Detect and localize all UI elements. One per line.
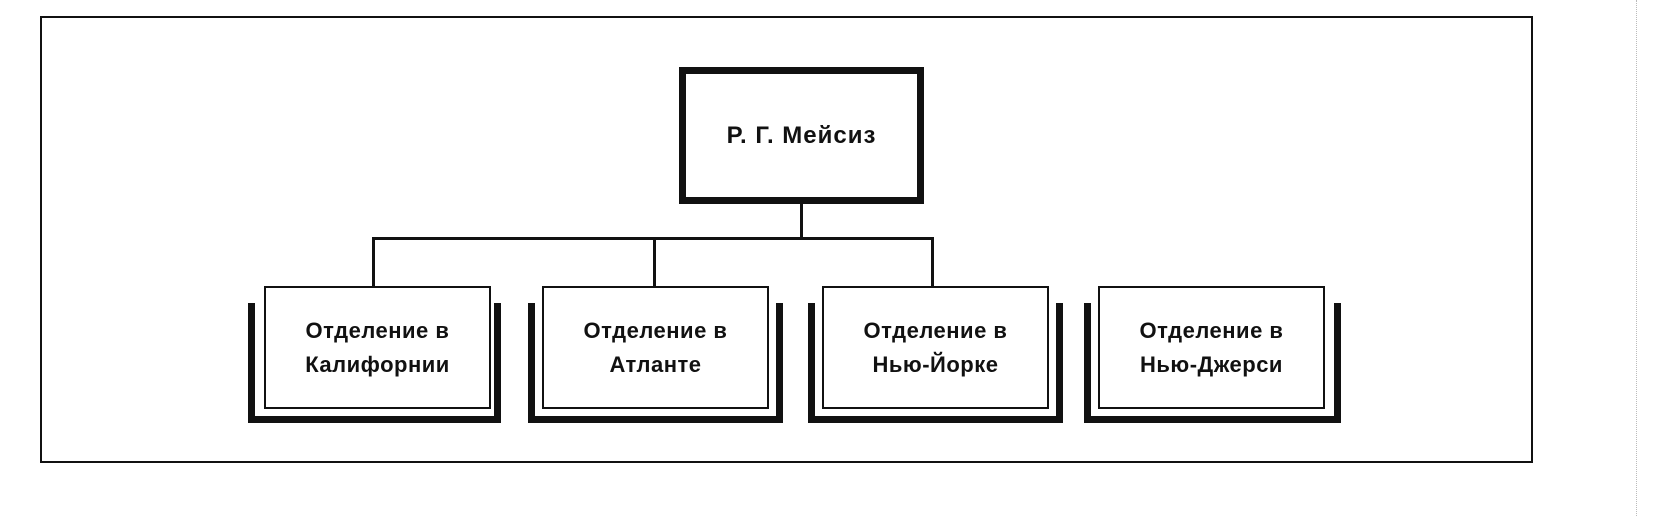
node-shadow-2 [528,303,535,423]
division-label-line2: Нью-Йорке [872,351,999,377]
connector-drop-2 [653,237,656,286]
division-label-line2: Калифорнии [305,351,450,377]
node-shadow-1-bottom [248,416,501,423]
node-shadow-3-bottom [808,416,1063,423]
node-shadow-4-bottom [1084,416,1341,423]
node-shadow-2-right [776,303,783,423]
node-shadow-4 [1084,303,1091,423]
division-node-label: Отделение в Нью-Йорке [864,314,1008,382]
connector-drop-1 [372,237,375,286]
division-node-atlanta: Отделение в Атланте [542,286,769,409]
root-node-label: Р. Г. Мейсиз [726,121,877,149]
node-shadow-2-bottom [528,416,783,423]
division-label-line1: Отделение в [583,317,728,343]
connector-drop-3 [931,237,934,286]
division-label-line1: Отделение в [863,317,1008,343]
division-node-new-york: Отделение в Нью-Йорке [822,286,1049,409]
division-node-california: Отделение в Калифорнии [264,286,491,409]
division-label-line1: Отделение в [1139,317,1284,343]
division-node-label: Отделение в Атланте [584,314,728,382]
division-label-line2: Нью-Джерси [1140,351,1283,377]
division-label-line2: Атланте [609,351,702,377]
division-node-new-jersey: Отделение в Нью-Джерси [1098,286,1325,409]
node-shadow-3-right [1056,303,1063,423]
division-node-label: Отделение в Калифорнии [305,314,450,382]
diagram-frame [40,16,1533,463]
division-label-line1: Отделение в [305,317,450,343]
root-node: Р. Г. Мейсиз [679,67,924,204]
division-node-label: Отделение в Нью-Джерси [1140,314,1284,382]
connector-root-stem [800,204,803,239]
node-shadow-4-right [1334,303,1341,423]
node-shadow-1 [248,303,255,423]
page-edge-scan-marks [1636,0,1649,516]
node-shadow-3 [808,303,815,423]
node-shadow-1-right [494,303,501,423]
